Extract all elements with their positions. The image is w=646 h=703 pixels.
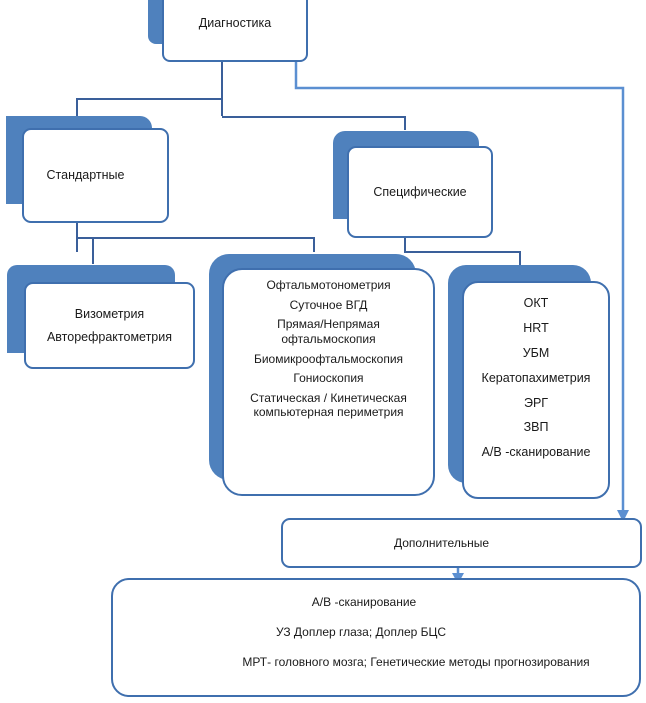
list-item: ЭРГ (523, 395, 549, 410)
list-item: Авторефрактометрия (46, 329, 173, 344)
list-item: Статическая / Кинетическая (250, 390, 407, 405)
list-item: офтальмоскопия (281, 331, 376, 346)
specific-node-label: Специфические (373, 184, 467, 199)
list-item: Визометрия (74, 306, 145, 321)
list-item: МРТ- головного мозга; Генетические метод… (242, 655, 590, 670)
connector-to-standard-bracket (76, 98, 222, 116)
connector-standard-bracket (77, 237, 315, 252)
standard-node: Стандартные (22, 128, 169, 223)
additional-list: А/В -сканирование УЗ Доплер глаза; Допле… (111, 578, 641, 697)
list-item: УЗ Доплер глаза; Доплер БЦС (275, 625, 447, 640)
list-item: компьютерная периметрия (253, 405, 404, 420)
specific-list: ОКТ HRT УБМ Кератопахиметрия ЭРГ ЗВП А/В… (462, 281, 610, 499)
connector-to-specific (222, 116, 406, 130)
root-node-label: Диагностика (198, 15, 272, 30)
additional-node-label: Дополнительные (394, 535, 489, 550)
root-node: Диагностика (162, 0, 308, 62)
arrow-root-to-additional (294, 62, 625, 512)
list-item: Офтальмотонометрия (266, 278, 391, 292)
specific-node: Специфические (347, 146, 493, 238)
list-item: ОКТ (523, 296, 549, 310)
standard-list-1: Визометрия Авторефрактометрия (24, 282, 195, 369)
list-item: HRT (523, 320, 549, 335)
additional-node: Дополнительные (281, 518, 642, 568)
standard-list-2: Офтальмотонометрия Суточное ВГД Прямая/Н… (222, 268, 435, 496)
list-item: Кератопахиметрия (481, 370, 591, 385)
standard-node-label: Стандартные (46, 168, 125, 183)
list-item: УБМ (522, 345, 550, 360)
list-item: Прямая/Непрямая (277, 317, 380, 332)
list-item: Гониоскопия (293, 371, 364, 386)
list-item: А/В -сканирование (311, 595, 417, 609)
list-item: Биомикроофтальмоскопия (253, 351, 404, 366)
list-item: ЗВП (523, 420, 549, 435)
list-item: Суточное ВГД (289, 297, 368, 312)
connector-specific-down (404, 238, 521, 265)
arrowhead-additional (617, 510, 629, 522)
list-item: А/В -сканирование (481, 445, 591, 460)
